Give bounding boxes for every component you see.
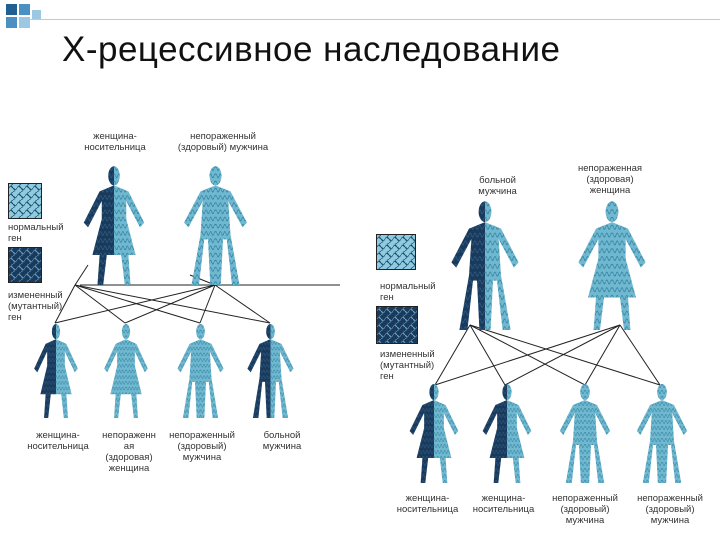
title-square-1 — [6, 4, 17, 15]
right-child-1-figure — [409, 384, 459, 483]
title-rule — [30, 19, 720, 20]
right-legend-normal-swatch — [376, 234, 416, 270]
right-child-2-figure — [482, 384, 532, 483]
right-father-figure — [451, 201, 519, 330]
right-legend-normal-label: нормальный ген — [380, 281, 436, 303]
left-child-3-figure — [177, 323, 224, 418]
left-legend-normal-label: нормальный ген — [8, 222, 64, 244]
right-parent-label-2: непораженная (здоровая) женщина — [577, 163, 643, 196]
title-square-3 — [6, 17, 17, 28]
right-legend-mutant-label: измененный (мутантный) ген — [380, 349, 435, 382]
left-legend-normal-swatch — [8, 183, 42, 219]
title-square-4 — [19, 17, 30, 28]
left-parent-label-1: женщина- носительница — [84, 131, 146, 153]
right-child-label-3: непораженный (здоровый) мужчина — [552, 493, 618, 526]
title-square-2 — [19, 4, 30, 15]
right-mother-figure — [578, 201, 646, 330]
left-child-label-3: непораженный (здоровый) мужчина — [169, 430, 235, 463]
right-child-label-2: женщина- носительница — [472, 493, 535, 515]
left-child-1-figure — [34, 323, 78, 418]
right-child-4-figure — [636, 384, 688, 483]
right-legend-mutant-swatch — [376, 306, 418, 344]
left-legend-mutant-swatch — [8, 247, 42, 283]
left-parent-label-2: непораженный (здоровый) мужчина — [177, 131, 269, 153]
left-child-label-1: женщина- носительница — [27, 430, 89, 452]
page-title: X-рецессивное наследование — [62, 30, 561, 69]
left-child-4-figure — [247, 323, 294, 418]
left-child-label-2: непораженн ая (здоровая) женщина — [102, 430, 156, 474]
left-child-2-figure — [104, 323, 148, 418]
right-child-3-figure — [559, 384, 611, 483]
right-child-label-4: непораженный (здоровый) мужчина — [637, 493, 703, 526]
left-mother-figure — [83, 166, 145, 285]
left-legend-mutant-label: измененный (мутантный) ген — [8, 290, 63, 323]
left-child-label-4: больной мужчина — [262, 430, 302, 452]
left-father-figure — [184, 166, 247, 285]
right-child-label-1: женщина- носительница — [396, 493, 459, 515]
right-parent-label-1: больной мужчина — [478, 175, 517, 197]
title-square-5 — [32, 10, 41, 19]
